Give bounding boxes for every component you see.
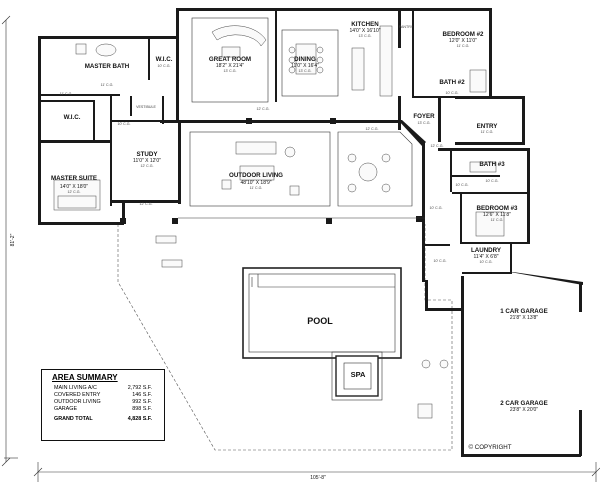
dining-size: 11'0" X 16'4" (291, 63, 319, 69)
area-row: COVERED ENTRY 146 S.F. (42, 392, 164, 399)
master-bath-ceiling: 11' C.G. (101, 83, 114, 87)
area-row: GARAGE 898 S.F. (42, 406, 164, 413)
copyright-notice: © COPYRIGHT (468, 444, 511, 451)
area-row-label: MAIN LIVING A/C (54, 385, 97, 391)
entry-ceiling: 11' C.G. (481, 130, 494, 134)
master-suite-name: MASTER SUITE (51, 175, 97, 182)
kitchen-size: 14'0" X 16'10" (349, 28, 380, 34)
study-ceiling: 12' C.G. (140, 164, 153, 168)
area-summary-title: AREA SUMMARY (52, 373, 118, 382)
laundry-size: 11'4" X 6'8" (473, 254, 498, 260)
area-row-label: OUTDOOR LIVING (54, 399, 101, 405)
ceiling-note: 10' C.G. (429, 206, 442, 210)
wic-top-name: W.I.C. (156, 56, 173, 63)
study-size: 11'0" X 12'0" (133, 158, 161, 164)
pantry-name: PANTRY (399, 25, 414, 29)
foyer-name: FOYER (413, 113, 435, 120)
kitchen-name: KITCHEN (351, 21, 379, 28)
bedroom2-ceiling: 11' C.G. (457, 44, 470, 48)
garage2-size: 23'8" X 20'0" (510, 407, 538, 413)
outdoor-living-ceiling (189, 131, 331, 207)
ceiling-note: 12' C.G. (365, 127, 378, 131)
kitchen-ceiling: 13' C.G. (358, 34, 371, 38)
great-room-size: 18'2" X 21'4" (216, 63, 244, 69)
area-total-row: GRAND TOTAL 4,828 S.F. (42, 416, 164, 423)
overall-depth-dimension: 81'-2" (10, 233, 16, 246)
bedroom2-size: 12'0" X 11'0" (449, 38, 477, 44)
dining-name: DINING (294, 56, 316, 63)
ceiling-note: 11' C.G. (60, 92, 73, 96)
bedroom2-name: BEDROOM #2 (443, 31, 484, 38)
area-summary-table: AREA SUMMARY MAIN LIVING A/C 2,792 S.F. … (41, 369, 165, 441)
walls (38, 8, 583, 457)
entry-name: ENTRY (477, 123, 499, 130)
area-row-label: GARAGE (54, 406, 78, 412)
great-room-ceiling: 13' C.G. (223, 69, 236, 73)
area-row: MAIN LIVING A/C 2,792 S.F. (42, 385, 164, 392)
bedroom3-name: BEDROOM #3 (477, 205, 518, 212)
area-row: OUTDOOR LIVING 992 S.F. (42, 399, 164, 406)
spa-name: SPA (351, 370, 366, 379)
ceiling-note: 10' C.G. (117, 122, 130, 126)
area-total-label: GRAND TOTAL (54, 416, 93, 422)
area-row-value: 2,792 S.F. (127, 385, 152, 391)
bath2-name: BATH #2 (439, 79, 465, 86)
room-labels: GREAT ROOM 18'2" X 21'4" 13' C.G. DINING… (51, 21, 548, 413)
ceiling-note: 12' C.G. (139, 202, 152, 206)
dining-ceiling: 13' C.G. (298, 69, 311, 73)
dimension-lines (1, 15, 600, 482)
ceiling-note: 10' C.G. (433, 259, 446, 263)
bath2-ceiling: 10' C.G. (445, 91, 458, 95)
overall-width-dimension: 105'-8" (310, 475, 326, 481)
vestibule-name: VESTIBULE (136, 105, 156, 109)
furniture (53, 25, 505, 419)
garage1-size: 21'8" X 13'8" (510, 315, 538, 321)
wic-left-name: W.I.C. (64, 114, 81, 121)
ceiling-notes: 11' C.G. 10' C.G. 12' C.G. 12' C.G. 12' … (60, 92, 469, 263)
laundry-ceiling: 10' C.G. (479, 260, 492, 264)
foyer-ceiling: 13' C.G. (417, 121, 430, 125)
ceiling-note: 12' C.G. (430, 144, 443, 148)
pool-name: POOL (307, 316, 333, 326)
bath3-name: BATH #3 (479, 161, 505, 168)
master-suite-ceiling: 12' C.G. (67, 190, 80, 194)
area-row-label: COVERED ENTRY (54, 392, 101, 398)
area-row-value: 992 S.F. (132, 399, 152, 405)
wic-top-ceiling: 10' C.G. (157, 64, 170, 68)
laundry-name: LAUNDRY (471, 247, 502, 254)
great-room-name: GREAT ROOM (209, 56, 251, 63)
pool-basin (242, 267, 402, 359)
bedroom3-size: 12'6" X 11'8" (483, 212, 511, 218)
outdoor-living-size: 48'10" X 18'9" (240, 180, 271, 186)
master-suite-size: 14'0" X 18'0" (60, 184, 88, 190)
outdoor-living-name: OUTDOOR LIVING (229, 172, 283, 179)
study-name: STUDY (137, 151, 159, 158)
ceiling-note: 12' C.G. (256, 107, 269, 111)
area-row-value: 146 S.F. (132, 392, 152, 398)
area-row-value: 898 S.F. (132, 406, 152, 412)
garage2-name: 2 CAR GARAGE (500, 400, 547, 407)
outdoor-living-ceiling: 11' C.G. (250, 186, 263, 190)
master-bath-name: MASTER BATH (85, 63, 130, 70)
bath3-ceiling: 10' C.G. (485, 179, 498, 183)
ceiling-note: 10' C.G. (455, 183, 468, 187)
area-total-value: 4,828 S.F. (127, 416, 152, 422)
garage1-name: 1 CAR GARAGE (500, 308, 547, 315)
bedroom3-ceiling: 11' C.G. (491, 218, 504, 222)
